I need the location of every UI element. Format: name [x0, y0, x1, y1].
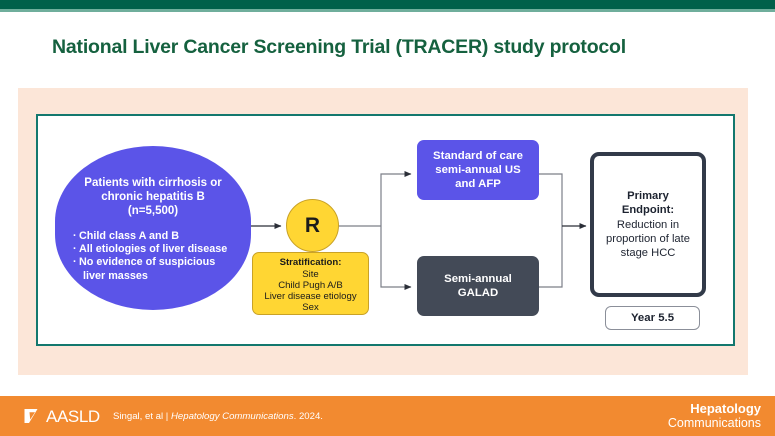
primary-endpoint-line: stage HCC [620, 247, 676, 259]
bullet-icon: · [73, 256, 77, 269]
primary-endpoint-body: Reduction in proportion of late stage HC… [606, 218, 690, 260]
aasld-wordmark: AASLD [46, 406, 100, 426]
header-accent-bar-light [0, 9, 775, 12]
bullet-icon: · [73, 230, 77, 242]
timepoint-badge: Year 5.5 [605, 306, 700, 330]
primary-endpoint-node: Primary Endpoint: Reduction in proportio… [590, 152, 706, 297]
aasld-logo: AASLD [24, 406, 100, 426]
population-criterion: ·Child class A and B [73, 230, 179, 242]
aasld-flag-icon [24, 409, 38, 423]
footer-bar [0, 396, 775, 436]
population-node: Patients with cirrhosis or chronic hepat… [55, 146, 251, 310]
journal-wordmark: Hepatology Communications [667, 401, 761, 431]
population-heading-line: (n=5,500) [127, 205, 179, 217]
journal-title-line2: Communications [667, 416, 761, 430]
citation-year: . 2024. [293, 411, 323, 422]
bullet-icon: · [73, 243, 77, 256]
arm-label-line: semi-annual US [435, 164, 521, 176]
arm-label-line: Semi-annual [444, 273, 512, 285]
citation-author: Singal, et al | [113, 411, 171, 422]
population-heading-line: chronic hepatitis B [101, 191, 205, 203]
header-accent-bar [0, 0, 775, 9]
primary-endpoint-title: Primary Endpoint: [621, 190, 675, 216]
citation-text: Singal, et al | Hepatology Communication… [113, 411, 323, 422]
citation-journal: Hepatology Communications [170, 411, 294, 422]
population-criterion: ·All etiologies of liver disease [73, 243, 228, 256]
arm-label-line: and AFP [455, 178, 501, 190]
stratification-item: Sex [302, 301, 319, 313]
stratification-item: Liver disease etiology [264, 290, 357, 302]
population-criteria-list: ·Child class A and B ·All etiologies of … [65, 230, 241, 283]
page-title: National Liver Cancer Screening Trial (T… [52, 36, 626, 58]
population-criterion: ·No evidence of suspicious [73, 256, 216, 269]
arm-standard-of-care-node: Standard of care semi-annual US and AFP [417, 140, 539, 200]
primary-endpoint-line: proportion of late [606, 233, 690, 245]
population-heading-line: Patients with cirrhosis or [84, 177, 222, 189]
arm-label-line: GALAD [457, 287, 499, 299]
randomization-node: R [286, 199, 339, 252]
arm-label-line: Standard of care [433, 150, 523, 162]
primary-endpoint-line: Reduction in [616, 219, 680, 231]
stratification-item: Child Pugh A/B [278, 279, 343, 291]
stratification-node: Stratification: Site Child Pugh A/B Live… [252, 252, 369, 315]
stratification-title: Stratification: [279, 257, 342, 268]
population-criterion-continuation: liver masses [83, 269, 148, 282]
stratification-item: Site [302, 268, 319, 280]
arm-galad-node: Semi-annual GALAD [417, 256, 539, 316]
population-heading: Patients with cirrhosis or chronic hepat… [65, 176, 241, 218]
journal-title-line1: Hepatology [690, 401, 761, 416]
